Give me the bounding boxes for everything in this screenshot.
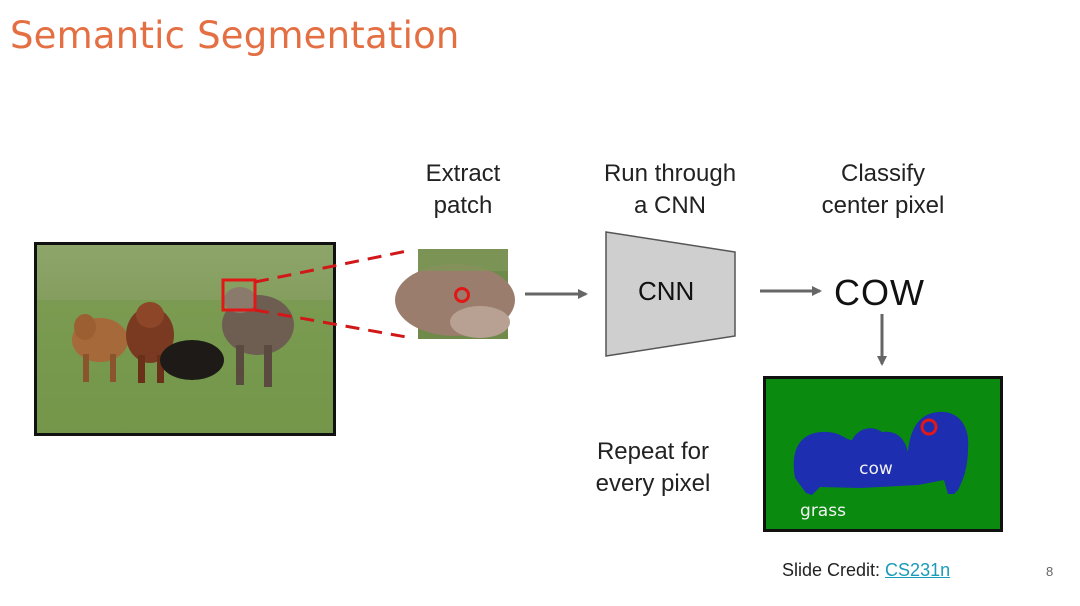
page-number: 8 (1046, 564, 1054, 579)
credit-prefix: Slide Credit: (782, 560, 886, 580)
segmentation-pixel-marker (920, 418, 938, 436)
label-extract-patch: Extract patch (400, 158, 526, 222)
label-run-cnn: Run through a CNN (590, 158, 750, 222)
label-line: patch (433, 192, 493, 219)
label-line: center pixel (821, 192, 945, 219)
label-line: Classify (840, 160, 925, 187)
input-photo (34, 242, 336, 436)
slide-title: Semantic Segmentation (10, 14, 460, 57)
label-repeat: Repeat for every pixel (578, 436, 728, 500)
cnn-block (605, 231, 736, 357)
credit-link[interactable]: CS231n (885, 560, 951, 580)
label-classify: Classify center pixel (806, 158, 960, 222)
label-line: Run through (603, 160, 737, 187)
segment-label-grass: grass (800, 501, 846, 521)
label-line: a CNN (633, 192, 706, 219)
slide-credit: Slide Credit: CS231n (782, 560, 950, 581)
label-line: every pixel (595, 470, 711, 497)
class-output-label: COW (834, 272, 925, 313)
center-pixel-marker (454, 287, 470, 303)
label-line: Repeat for (596, 438, 710, 465)
extracted-patch (395, 249, 515, 339)
cnn-block-label: CNN (638, 276, 695, 306)
projection-line-top (254, 248, 413, 284)
label-line: Extract (425, 160, 501, 187)
patch-highlight-box (221, 278, 257, 312)
segmentation-map: cow grass (763, 376, 1003, 532)
segment-label-cow: cow (859, 459, 893, 479)
projection-line-bottom (254, 308, 413, 340)
